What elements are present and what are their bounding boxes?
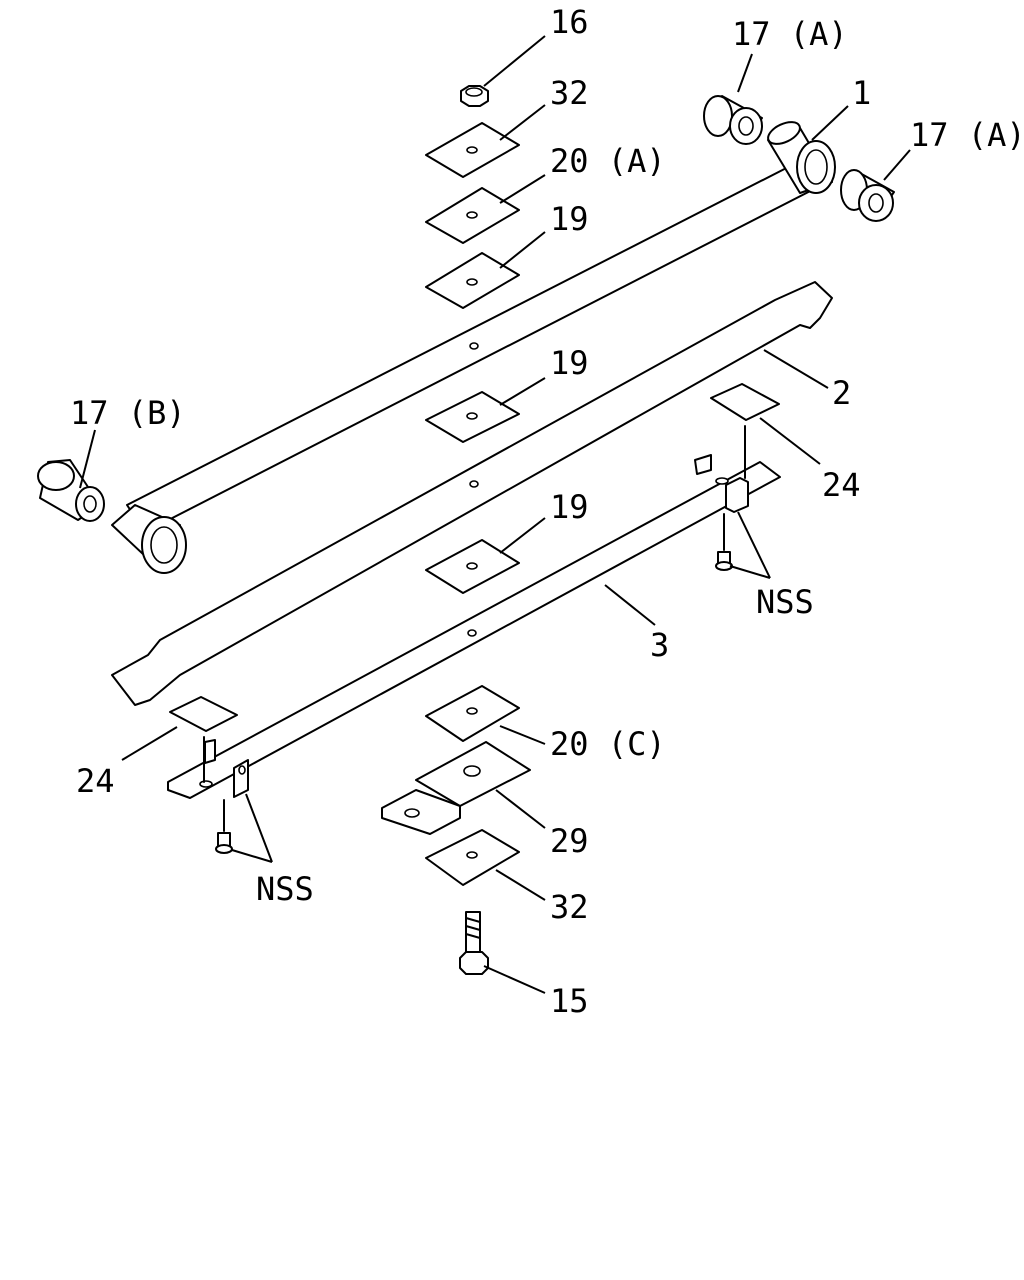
callout-16: 16 xyxy=(550,3,589,41)
callout-24-right: 24 xyxy=(822,466,861,504)
pad-part-24-right xyxy=(710,383,780,479)
bushing-part-17a-top xyxy=(703,95,763,145)
pad-part-19-middle xyxy=(425,391,520,443)
callout-1: 1 xyxy=(852,74,871,112)
nut-part-16 xyxy=(460,85,489,107)
pad-part-19-lower xyxy=(425,539,520,594)
callout-19-middle: 19 xyxy=(550,344,589,382)
callout-20c: 20 (C) xyxy=(550,725,666,763)
shim-part-20c xyxy=(425,685,520,742)
callout-17a-top: 17 (A) xyxy=(732,15,848,53)
pad-part-24-left xyxy=(169,696,238,783)
callout-15: 15 xyxy=(550,982,589,1020)
bolt-nss-right xyxy=(715,513,733,571)
pad-part-19-top xyxy=(425,252,520,309)
plate-part-32-bottom xyxy=(425,829,520,886)
callout-32-top: 32 xyxy=(550,74,589,112)
callout-nss-left: NSS xyxy=(256,870,314,908)
callout-17a-right: 17 (A) xyxy=(910,116,1024,154)
third-leaf-part-3 xyxy=(167,454,781,799)
bolt-part-15 xyxy=(459,911,489,975)
leader-lines xyxy=(79,35,911,994)
bolt-nss-left xyxy=(215,799,233,854)
callout-17b: 17 (B) xyxy=(70,394,186,432)
callout-19-top: 19 xyxy=(550,200,589,238)
callout-nss-right: NSS xyxy=(756,583,814,621)
callout-32-bottom: 32 xyxy=(550,888,589,926)
callout-3: 3 xyxy=(650,626,669,664)
main-leaf-part-1 xyxy=(111,121,836,574)
bushing-part-17a-right xyxy=(840,169,895,222)
callout-2: 2 xyxy=(832,374,851,412)
callout-29: 29 xyxy=(550,822,589,860)
second-leaf-part-2 xyxy=(111,281,833,706)
shim-part-20a xyxy=(425,187,520,244)
callout-19-lower: 19 xyxy=(550,488,589,526)
bushing-part-17b xyxy=(37,459,105,522)
plate-part-32-top xyxy=(425,122,520,178)
callout-24-left: 24 xyxy=(76,762,115,800)
bracket-part-29 xyxy=(381,741,531,835)
callout-labels: 16 17 (A) 32 1 17 (A) 20 (A) 19 19 2 17 … xyxy=(70,3,1024,1020)
callout-20a: 20 (A) xyxy=(550,142,666,180)
